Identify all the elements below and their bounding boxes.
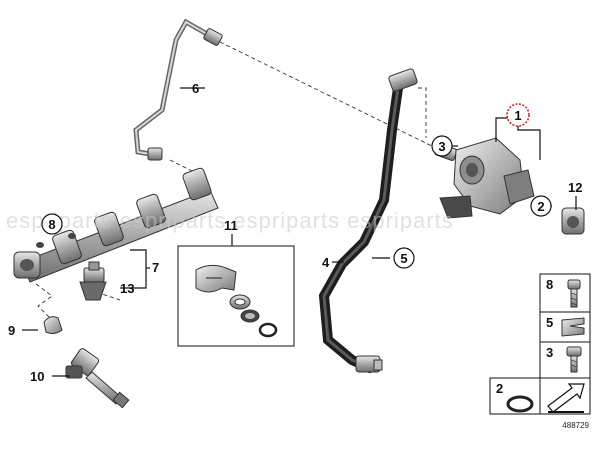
legend-number: 3 <box>546 345 553 360</box>
svg-text:3: 3 <box>438 139 445 154</box>
callout-5: 5 <box>393 247 415 269</box>
svg-text:1: 1 <box>514 108 521 123</box>
callout-2: 2 <box>530 195 552 217</box>
bolt-icon <box>566 346 582 373</box>
callout-3: 3 <box>431 135 453 157</box>
pump-fitting-part <box>561 207 585 235</box>
connection-lines <box>35 41 441 319</box>
arrow-icon <box>547 383 585 413</box>
legend-number: 8 <box>546 277 553 292</box>
callout-9: 9 <box>8 323 15 338</box>
clip-part <box>43 316 63 335</box>
callout-6: 6 <box>192 81 199 96</box>
callout-12: 12 <box>568 180 582 195</box>
repair-kit-box <box>177 245 295 347</box>
fuel-rail-part <box>13 167 219 283</box>
fuel-line-part <box>133 18 223 161</box>
svg-text:2: 2 <box>537 199 544 214</box>
clip-icon <box>561 317 585 337</box>
injector-part <box>65 348 130 409</box>
high-pressure-hose-part <box>318 68 418 373</box>
legend-number: 2 <box>496 381 503 396</box>
parts-legend: 8 5 3 2 488729 <box>489 273 591 430</box>
pressure-sensor-part <box>79 261 107 301</box>
o-ring-icon <box>506 395 534 413</box>
callout-1: 1 <box>506 103 530 127</box>
callout-4: 4 <box>322 255 330 270</box>
svg-text:8: 8 <box>48 217 55 232</box>
callout-8: 8 <box>41 213 63 235</box>
bolt-icon <box>567 279 581 308</box>
callout-10: 10 <box>30 369 44 384</box>
legend-number: 5 <box>546 315 553 330</box>
callout-11: 11 <box>224 218 238 233</box>
high-pressure-pump-part <box>434 137 535 219</box>
callout-7: 7 <box>152 260 159 275</box>
callout-13: 13 <box>120 281 134 296</box>
watermark-text: espriparts espriparts espriparts espripa… <box>6 208 454 233</box>
svg-text:5: 5 <box>400 251 407 266</box>
diagram-number: 488729 <box>562 421 589 430</box>
